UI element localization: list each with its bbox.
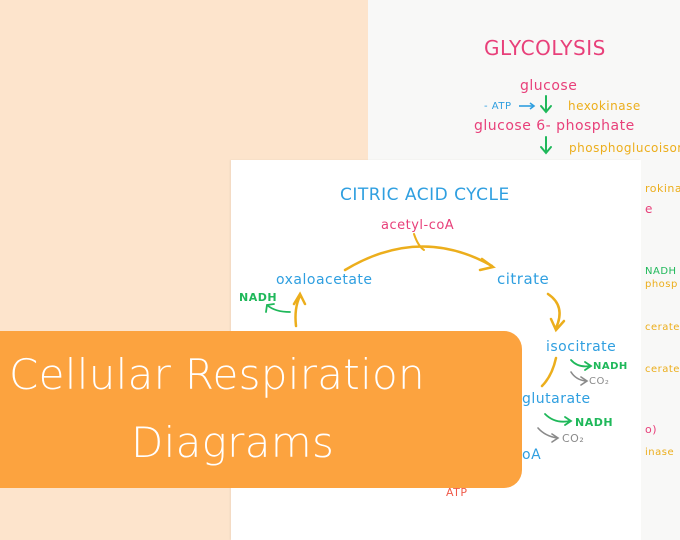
citrate-label: citrate [497,270,550,288]
edge-fragment-cerate-1: cerate [645,322,680,333]
acetyl-coa-label: acetyl-coA [381,218,455,233]
glucose-6-phosphate-label: glucose 6- phosphate [474,118,635,134]
succinyl-coa-fragment-label: oA [522,447,542,463]
co2-2-label: CO₂ [562,432,585,445]
edge-fragment-phosp: phosp [645,279,678,290]
citric-acid-cycle-title: CITRIC ACID CYCLE [340,185,510,205]
alpha-ketoglutarate-label: glutarate [522,391,591,407]
isocitrate-label: isocitrate [546,339,617,355]
oxaloacetate-label: oxaloacetate [276,272,373,288]
edge-fragment-2: e [645,202,653,216]
glucose-label: glucose [520,78,578,94]
edge-fragment-inase: inase [645,447,675,458]
edge-fragment-1: rokina [645,182,680,195]
edge-fragment-o: o) [645,423,658,436]
minus-atp-label: - ATP [484,101,512,112]
hexokinase-label: hexokinase [568,99,641,113]
banner-title-line-1: Cellular Respiration [9,350,425,399]
nadh-1-label: NADH [593,361,628,372]
phosphoglucoisomerase-label: phosphoglucoisom [569,141,680,155]
atp-label: ATP [446,486,468,499]
banner-title-line-2: Diagrams [131,418,335,467]
co2-1-label: CO₂ [589,376,610,387]
glycolysis-title: GLYCOLYSIS [484,36,606,60]
nadh-left-label: NADH [239,291,278,304]
edge-fragment-nadh: NADH [645,266,677,277]
title-banner [0,331,522,488]
edge-fragment-cerate-2: cerate [645,364,680,375]
nadh-2-label: NADH [575,416,614,429]
